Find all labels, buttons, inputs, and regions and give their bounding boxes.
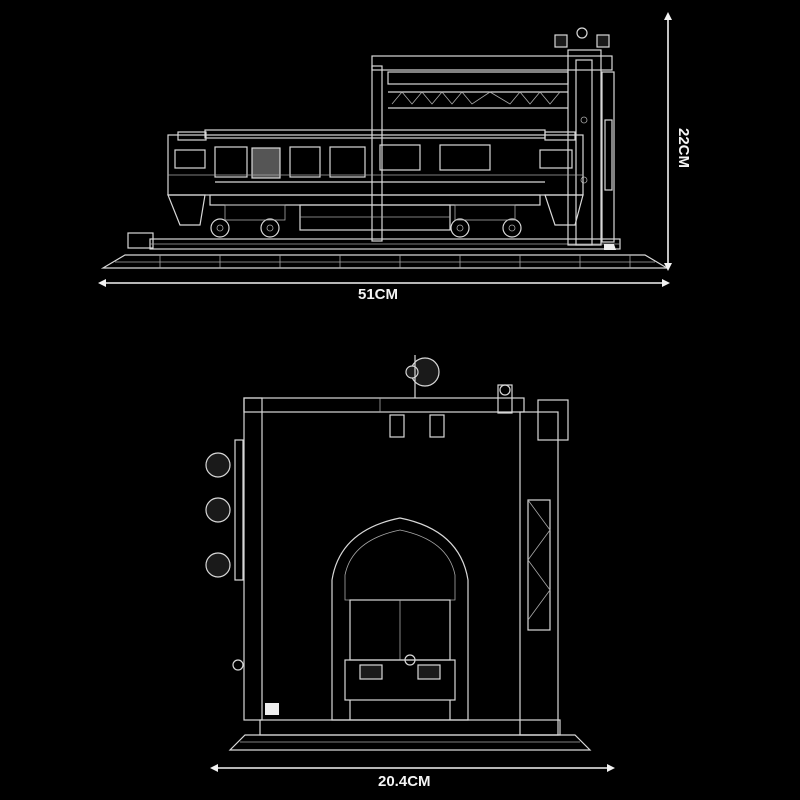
- width-label: 51CM: [358, 286, 399, 303]
- front-width-dimension-arrow: [210, 764, 615, 772]
- height-dimension-arrow: [664, 12, 672, 271]
- height-label: 22CM: [675, 128, 692, 169]
- front-view-drawing: [205, 355, 592, 751]
- side-view-drawing: [100, 27, 670, 269]
- width-dimension-arrow: [98, 279, 670, 287]
- front-width-label: 20.4CM: [378, 773, 431, 790]
